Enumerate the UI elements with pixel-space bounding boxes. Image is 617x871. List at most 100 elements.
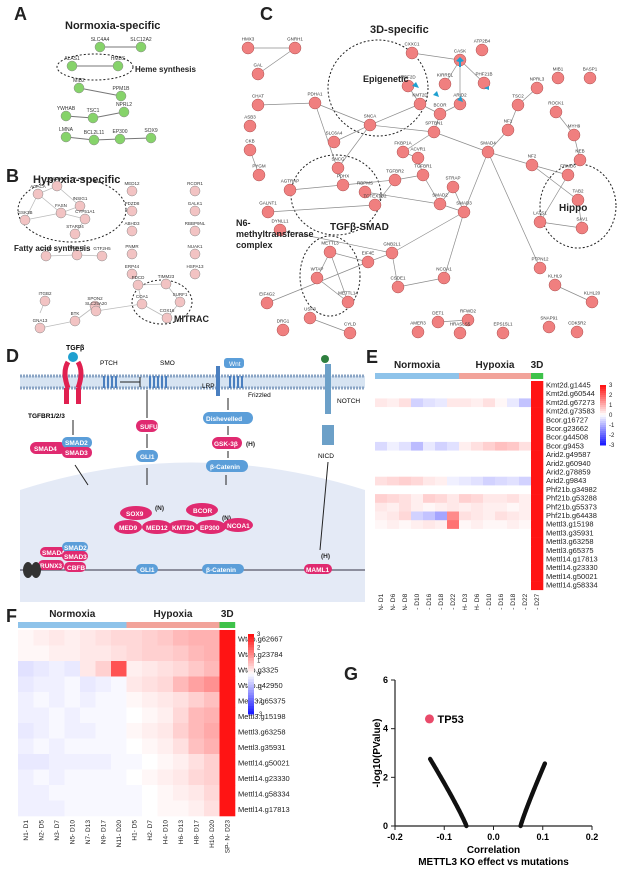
heatmap-cell bbox=[126, 754, 143, 770]
scale-tick: 2 bbox=[257, 645, 261, 651]
heatmap-cell bbox=[483, 485, 496, 495]
network-node bbox=[310, 271, 324, 285]
node-label: TGFBR1 bbox=[414, 164, 432, 169]
heatmap-cell bbox=[49, 630, 65, 646]
node-label: MBF2D bbox=[400, 75, 416, 80]
group-bar-cell bbox=[80, 622, 96, 628]
node-label: EPS15L1 bbox=[493, 322, 513, 327]
heatmap-cell bbox=[447, 502, 460, 512]
heatmap-cell bbox=[531, 555, 544, 564]
smad4-cyto: SMAD4 bbox=[34, 446, 57, 453]
network-node bbox=[303, 311, 317, 325]
node-label: SURF1 bbox=[173, 292, 188, 297]
row-label: Mettl14.g17813 bbox=[546, 555, 598, 564]
network-node bbox=[115, 90, 127, 102]
scale-cell bbox=[248, 687, 254, 691]
heatmap-cell bbox=[387, 502, 400, 512]
tp53-point bbox=[424, 714, 434, 724]
network-node bbox=[32, 188, 44, 200]
heatmap-cell bbox=[447, 476, 460, 486]
heatmap-cell bbox=[80, 754, 96, 770]
nicd-label: NICD bbox=[318, 453, 334, 460]
heatmap-cell bbox=[531, 581, 544, 591]
heatmap-cell bbox=[173, 676, 189, 693]
scale-cell bbox=[248, 663, 254, 667]
heatmap-cell bbox=[411, 572, 424, 582]
network-node bbox=[575, 221, 589, 235]
network-node bbox=[438, 77, 452, 91]
heatmap-cell bbox=[399, 424, 412, 434]
y-tick: 6 bbox=[383, 675, 388, 685]
scale-cell bbox=[600, 427, 606, 430]
heatmap-cell bbox=[411, 520, 424, 530]
heatmap-cell bbox=[411, 459, 424, 469]
row-label: Mettl3.g35931 bbox=[238, 743, 286, 752]
group-bar-cell bbox=[111, 622, 127, 628]
heatmap-cell bbox=[531, 572, 544, 582]
heatmap-cell bbox=[519, 572, 532, 582]
heatmap-cell bbox=[111, 692, 127, 708]
group-bar-cell bbox=[531, 373, 544, 379]
scale-cell bbox=[248, 636, 254, 640]
heatmap-cell bbox=[80, 723, 96, 739]
heatmap-cell bbox=[519, 546, 532, 556]
network-node bbox=[358, 185, 372, 199]
node-label: NF1 bbox=[504, 119, 513, 124]
network-node bbox=[251, 67, 265, 81]
heatmap-cell bbox=[519, 581, 532, 591]
heatmap-cell bbox=[64, 661, 81, 677]
group-bar-cell bbox=[142, 622, 158, 628]
node-label: ERP44 bbox=[125, 264, 140, 269]
node-label: KMT2D bbox=[412, 93, 428, 98]
row-label: Mettl14.g23330 bbox=[238, 774, 290, 783]
heatmap-cell bbox=[459, 415, 472, 425]
heatmap-cell bbox=[519, 476, 532, 486]
group-bar-cell bbox=[18, 622, 34, 628]
heatmap-cell bbox=[142, 785, 158, 801]
heatmap-cell bbox=[423, 572, 436, 582]
heatmap-cell bbox=[387, 476, 400, 486]
network-node bbox=[548, 278, 562, 292]
heatmap-cell bbox=[387, 511, 400, 521]
heatmap-cell bbox=[399, 433, 412, 443]
panel-d-letter: D bbox=[6, 346, 19, 366]
node-label: SLC12A2 bbox=[130, 37, 152, 43]
heatmap-cell bbox=[507, 572, 520, 582]
heatmap-cell bbox=[411, 581, 424, 591]
heatmap-cell bbox=[126, 738, 143, 755]
node-label: MIB1 bbox=[553, 67, 564, 72]
heatmap-cell bbox=[173, 738, 189, 755]
heatmap-cell bbox=[111, 769, 127, 786]
x-axis-label: Correlation bbox=[467, 845, 520, 856]
heatmap-cell bbox=[507, 520, 520, 530]
panel-b-letter: B bbox=[6, 166, 19, 186]
heatmap-cell bbox=[423, 511, 436, 521]
group-bar-cell bbox=[471, 373, 484, 379]
fatty-acid-ellipse bbox=[17, 177, 127, 243]
heatmap-cell bbox=[519, 520, 532, 530]
heatmap-cell bbox=[126, 630, 143, 646]
med9-label: MED9 bbox=[119, 525, 137, 532]
heatmap-cell bbox=[507, 459, 520, 469]
network-node bbox=[189, 205, 201, 217]
column-label: N- D6 bbox=[390, 593, 397, 610]
heatmap-cell bbox=[483, 546, 496, 556]
heatmap-cell bbox=[95, 630, 112, 646]
heatmap-cell bbox=[49, 645, 65, 662]
node-label: NF2 bbox=[528, 154, 537, 159]
heatmap-cell bbox=[507, 528, 520, 538]
heatmap-cell bbox=[435, 389, 448, 399]
heatmap-cell bbox=[471, 407, 484, 417]
heatmap-cell bbox=[399, 381, 412, 390]
row-label: Bcor.g23662 bbox=[546, 424, 588, 433]
tgfb-label: TGFβ bbox=[66, 345, 85, 352]
arrow-icon bbox=[433, 91, 439, 97]
heatmap-cell bbox=[447, 459, 460, 469]
row-label: Arid2.g9843 bbox=[546, 476, 586, 485]
group-label: Normoxia bbox=[394, 360, 441, 371]
heatmap-cell bbox=[387, 381, 400, 390]
heatmap-cell bbox=[375, 407, 388, 417]
network-node bbox=[327, 135, 341, 149]
heatmap-cell bbox=[95, 785, 112, 801]
heatmap-cell bbox=[204, 754, 220, 770]
